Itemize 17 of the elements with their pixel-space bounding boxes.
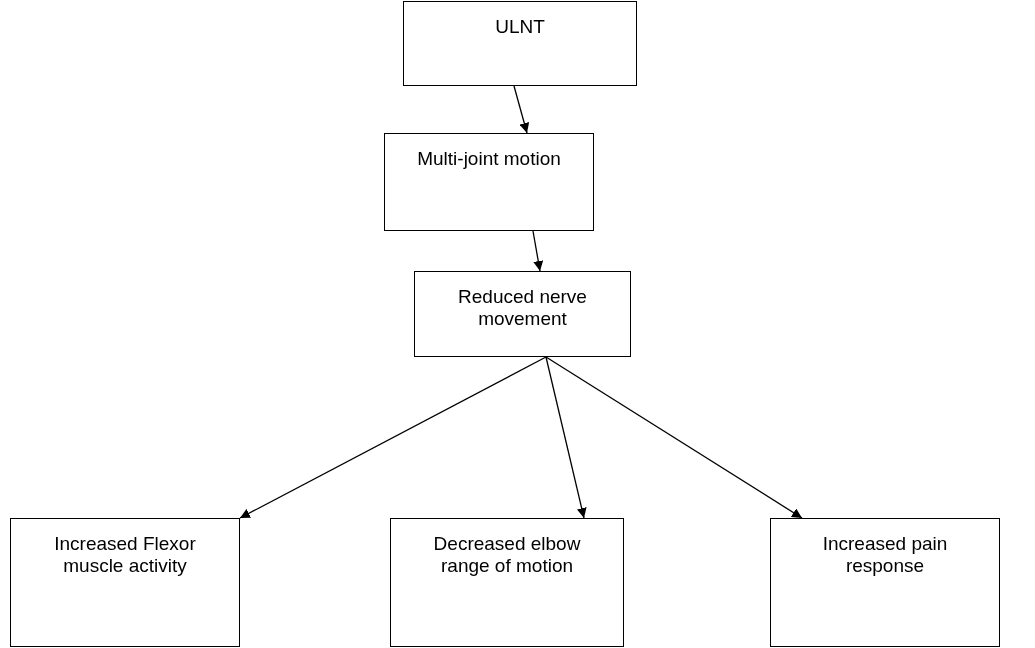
arrow xyxy=(532,230,544,272)
box-label: Decreased elbow range of motion xyxy=(432,533,582,577)
process-box xyxy=(770,518,1000,647)
process-box xyxy=(414,271,631,357)
process-box xyxy=(403,1,637,86)
arrow xyxy=(545,356,803,519)
box-label: Reduced nerve movement xyxy=(457,286,588,330)
arrow xyxy=(513,85,530,134)
box-label: Increased Flexor muscle activity xyxy=(53,533,197,577)
box-label: ULNT xyxy=(495,16,545,38)
process-box xyxy=(10,518,240,647)
box-label: Increased pain response xyxy=(821,533,949,577)
arrow xyxy=(239,356,547,519)
box-label: Multi-joint motion xyxy=(417,148,561,170)
arrow xyxy=(545,356,587,519)
process-box xyxy=(384,133,594,231)
process-box xyxy=(390,518,624,647)
